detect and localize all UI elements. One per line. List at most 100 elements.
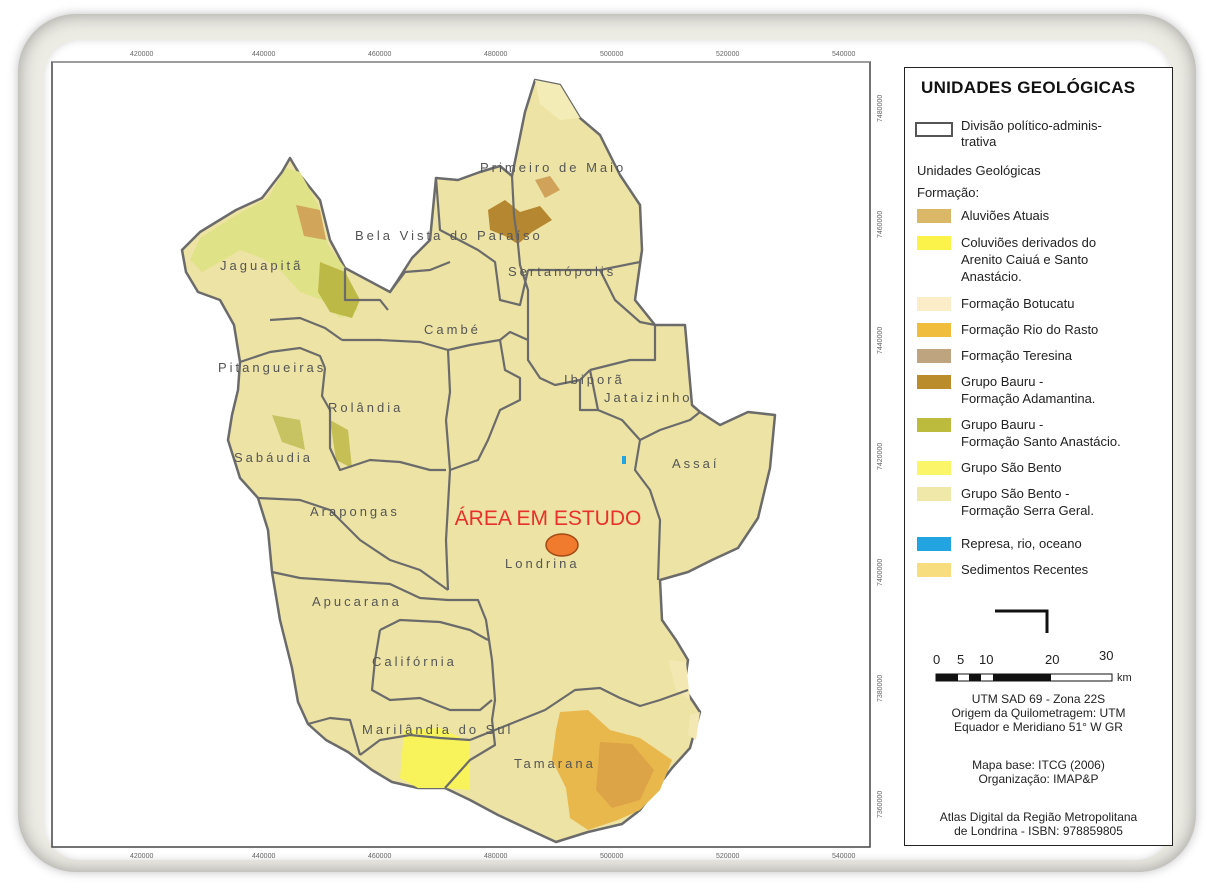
label-assai: Assaí (672, 456, 720, 471)
coluvioes-patch (190, 168, 358, 318)
right-tick-label: 7440000 (877, 327, 884, 354)
scale-number: 20 (1045, 652, 1060, 667)
label-apucarana: Apucarana (312, 594, 402, 609)
botucatu-patch-3 (688, 712, 700, 740)
swatch-sao-bento (917, 461, 951, 475)
origin-text: Origem da Quilometragem: UTM (951, 706, 1126, 720)
santo-anastacio-patch-2 (272, 415, 305, 450)
legend-item-label: Arenito Caiuá e Santo (961, 252, 1089, 267)
bottom-tick-label: 420000 (130, 853, 153, 860)
municipality-labels: Primeiro de Maio Bela Vista do Paraíso S… (218, 160, 720, 771)
legend-item-label: Aluviões Atuais (961, 208, 1050, 223)
adamantina-patch (488, 200, 552, 244)
right-tick-label: 7420000 (877, 443, 884, 470)
legend-item-label: Formação Teresina (961, 348, 1073, 363)
organization-text: Organização: IMAP&P (978, 772, 1099, 786)
legend-item-label: Formação Santo Anastácio. (961, 434, 1121, 449)
top-tick-label: 440000 (252, 51, 275, 58)
label-jaguapita: Jaguapitã (220, 258, 303, 273)
swatch-water (917, 537, 951, 551)
bottom-ticks: 420000 440000 460000 480000 500000 52000… (130, 853, 855, 860)
aluvioes-patch-2 (535, 176, 560, 198)
swatch-sediments (917, 563, 951, 577)
label-tamarana: Tamarana (514, 756, 596, 771)
atlas-text-2: de Londrina - ISBN: 978859805 (954, 824, 1123, 838)
legend-panel: UNIDADES GEOLÓGICAS Divisão político-adm… (904, 67, 1173, 846)
right-ticks: 7480000 7460000 7440000 7420000 7400000 … (877, 95, 884, 818)
botucatu-patch-2 (668, 660, 690, 700)
legend-item-label: Formação Adamantina. (961, 391, 1096, 406)
legend-subtitle: Unidades Geológicas (917, 163, 1041, 178)
atlas-text: Atlas Digital da Região Metropolitana (939, 810, 1138, 824)
swatch-teresina (917, 349, 951, 363)
water-body (622, 456, 626, 464)
swatch-santo-anastacio (917, 418, 951, 432)
swatch-adamantina (917, 375, 951, 389)
scale-number: 30 (1099, 648, 1114, 663)
right-tick-label: 7460000 (877, 211, 884, 238)
label-sertanopolis: Sertanópolis (508, 264, 616, 279)
label-londrina: Londrina (505, 556, 580, 571)
coluvioes-south-patch (400, 728, 470, 790)
swatch-rio-do-rasto (917, 323, 951, 337)
right-tick-label: 7400000 (877, 559, 884, 586)
boundary-swatch (915, 122, 953, 137)
legend-item-label: Formação Serra Geral. (961, 503, 1094, 518)
bottom-tick-label: 460000 (368, 853, 391, 860)
label-pitangueiras: Pitangueiras (218, 360, 326, 375)
legend-item-label: Grupo Bauru - (961, 417, 1044, 432)
label-sabaudia: Sabáudia (234, 450, 313, 465)
botucatu-patch (535, 80, 580, 120)
boundary-label: Divisão político-adminis- (961, 118, 1102, 133)
swatch-botucatu (917, 297, 951, 311)
santo-anastacio-patch-3 (330, 420, 352, 468)
rio-do-rasto-patch-2 (596, 742, 654, 808)
scale-number: 0 (933, 652, 941, 667)
north-symbol-icon (995, 609, 1049, 633)
scale-number: 10 (979, 652, 994, 667)
scale-bar-graphic (935, 673, 1113, 682)
top-tick-label: 540000 (832, 51, 855, 58)
label-california: Califórnia (372, 654, 457, 669)
label-marilandia: Marilândia do Sul (362, 722, 513, 737)
label-primeiro-de-maio: Primeiro de Maio (480, 160, 626, 175)
geology-patches (190, 80, 700, 830)
swatch-aluvioes (917, 209, 951, 223)
swatch-serra-geral (917, 487, 951, 501)
study-area-label: ÁREA EM ESTUDO (455, 507, 642, 530)
scale-unit: km (1117, 672, 1132, 684)
legend-item-label: Formação Rio do Rasto (961, 322, 1099, 337)
legend-item-label: Represa, rio, oceano (961, 536, 1082, 551)
legend-item-label: Grupo São Bento - (961, 486, 1070, 501)
top-tick-label: 520000 (716, 51, 739, 58)
bottom-tick-label: 520000 (716, 853, 739, 860)
legend-item-label: Coluviões derivados do (961, 235, 1097, 250)
bottom-tick-label: 480000 (484, 853, 507, 860)
legend-title: UNIDADES GEOLÓGICAS (921, 78, 1136, 97)
legend-item-label: Anastácio. (961, 269, 1022, 284)
top-tick-label: 420000 (130, 51, 153, 58)
right-tick-label: 7380000 (877, 675, 884, 702)
legend-item-label: Grupo Bauru - (961, 374, 1044, 389)
aluvioes-patch (296, 205, 326, 240)
santo-anastacio-patch (318, 262, 360, 318)
legend-item-label: Grupo São Bento (961, 460, 1062, 475)
origin-text-2: Equador e Meridiano 51° W GR (954, 720, 1123, 734)
base-map-text: Mapa base: ITCG (2006) (972, 758, 1105, 772)
study-area-marker (545, 533, 579, 557)
boundary-label-2: trativa (961, 134, 997, 149)
swatch-coluvioes (917, 236, 951, 250)
bottom-tick-label: 440000 (252, 853, 275, 860)
label-cambe: Cambé (424, 322, 481, 337)
bottom-tick-label: 540000 (832, 853, 855, 860)
top-tick-label: 480000 (484, 51, 507, 58)
label-bela-vista: Bela Vista do Paraíso (355, 228, 543, 243)
legend-subtitle-2: Formação: (917, 185, 980, 200)
label-rolandia: Rolândia (328, 400, 403, 415)
top-ticks: 420000 440000 460000 480000 500000 52000… (130, 51, 855, 58)
legend-item-label: Formação Botucatu (961, 296, 1075, 311)
right-tick-label: 7480000 (877, 95, 884, 122)
legend-item-label: Sedimentos Recentes (961, 562, 1089, 577)
